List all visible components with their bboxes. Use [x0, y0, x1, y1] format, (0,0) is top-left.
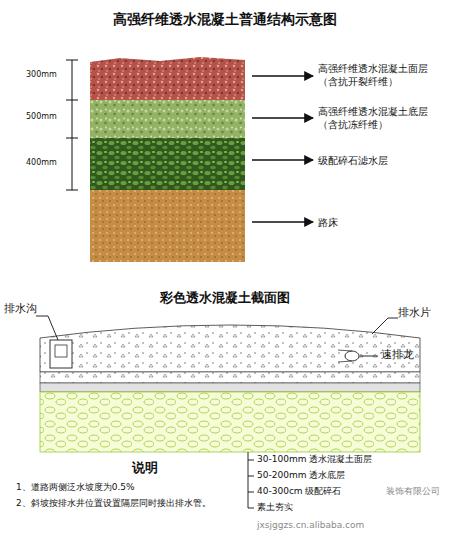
- diagram-title: 高强纤维透水混凝土普通结构示意图: [0, 10, 450, 28]
- part-label: 排水沟: [4, 302, 54, 316]
- layer-label: 50-200mm 透水底层: [257, 470, 385, 482]
- layer-label: 高强纤维透水混凝土面层（含抗开裂纤维）: [318, 62, 440, 88]
- dimension-label: 300mm: [26, 70, 68, 80]
- layer-label: 高强纤维透水混凝土底层（含抗冻纤维）: [318, 105, 440, 131]
- watermark: 装饰有限公司: [386, 486, 448, 498]
- section-title: 彩色透水混凝土截面图: [0, 290, 450, 307]
- dimension-label: 500mm: [26, 112, 68, 122]
- layer-label: 级配碎石滤水层: [318, 154, 440, 167]
- layer-label: 素土夯实: [257, 502, 385, 514]
- dimension-label: 400mm: [26, 158, 68, 168]
- layer-label: 30-100mm 透水混凝土面层: [257, 454, 385, 466]
- notes-heading: 说明: [132, 460, 192, 477]
- layer-label: 路床: [318, 216, 440, 229]
- note-text: 2、斜坡按排水井位置设置隔层同时接出排水管。: [16, 498, 242, 510]
- layer-label: 40-300cm 级配碎石: [257, 486, 385, 498]
- watermark: jxsjggzs.cn.alibaba.com: [257, 520, 447, 532]
- note-text: 1、道路两侧泛水坡度为0.5%: [16, 482, 242, 494]
- part-label: 排水片: [398, 306, 446, 320]
- part-label: 速排龙: [381, 348, 441, 362]
